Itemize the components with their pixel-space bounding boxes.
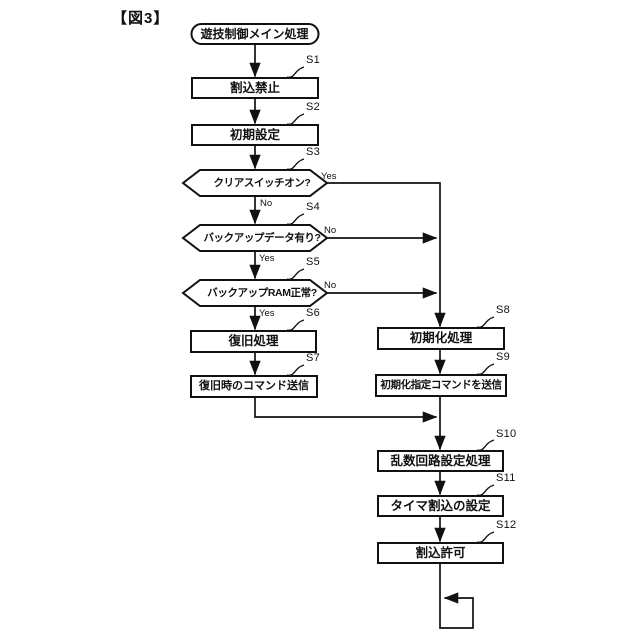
- node-label-s7: 復旧時のコマンド送信: [199, 380, 309, 392]
- step-leader-s6: [286, 319, 305, 331]
- step-leader-s8: [476, 316, 495, 328]
- edge-s7-merge: [254, 397, 438, 423]
- branch-label-s5-no: No: [324, 280, 337, 291]
- step-leader-s12: [476, 531, 495, 543]
- node-label-s6: 復旧処理: [228, 334, 279, 349]
- node-label-s3: クリアスイッチオン?: [213, 176, 311, 189]
- figure-title: 【図3】: [112, 10, 170, 27]
- step-id-s10: S10: [496, 428, 517, 440]
- step-id-s5: S5: [306, 256, 321, 268]
- node-label-s12: 割込許可: [415, 545, 466, 560]
- step-id-s1: S1: [306, 54, 321, 66]
- node-label-s10: 乱数回路設定処理: [390, 453, 491, 468]
- node-label-s5: バックアップRAM正常?: [207, 286, 317, 299]
- step-id-s6: S6: [306, 307, 321, 319]
- branch-label-s4-no: No: [324, 225, 337, 236]
- step-leader-s10: [476, 439, 495, 451]
- step-leader-s11: [476, 484, 495, 496]
- branch-label-s3-yes: Yes: [321, 171, 337, 182]
- branch-label-s4-yes: Yes: [259, 253, 275, 264]
- start-terminal-label: 遊技制御メイン処理: [200, 27, 309, 41]
- node-label-s4: バックアップデータ有り?: [203, 231, 321, 244]
- edge-s12-loop: [439, 563, 474, 629]
- step-leader-s5: [286, 268, 305, 280]
- step-id-s11: S11: [496, 472, 516, 484]
- step-id-s4: S4: [306, 201, 321, 213]
- process-box-s8: [377, 327, 505, 350]
- step-leader-s4: [286, 213, 305, 225]
- branch-label-s3-no: No: [260, 198, 273, 209]
- step-id-s9: S9: [496, 351, 511, 363]
- step-leader-s3: [286, 158, 305, 170]
- process-box-s7: [190, 375, 318, 398]
- process-box-s9: [375, 374, 507, 397]
- node-label-s2: 初期設定: [229, 127, 280, 142]
- node-label-s9: 初期化指定コマンドを送信: [380, 379, 502, 392]
- step-leader-s1: [286, 66, 305, 78]
- process-box-s6: [190, 330, 317, 353]
- step-id-s3: S3: [306, 146, 321, 158]
- step-leader-s7: [286, 364, 305, 376]
- node-label-s1: 割込禁止: [229, 80, 280, 95]
- node-label-s11: タイマ割込の設定: [390, 498, 491, 513]
- step-id-s7: S7: [306, 352, 321, 364]
- node-label-s8: 初期化処理: [409, 331, 473, 346]
- branch-label-s5-yes: Yes: [259, 308, 275, 319]
- step-id-s2: S2: [306, 101, 321, 113]
- step-leader-s2: [286, 113, 305, 125]
- step-id-s12: S12: [496, 519, 517, 531]
- step-leader-s9: [476, 363, 495, 375]
- edge-s3-yes-s8: [327, 182, 446, 328]
- step-id-s8: S8: [496, 304, 511, 316]
